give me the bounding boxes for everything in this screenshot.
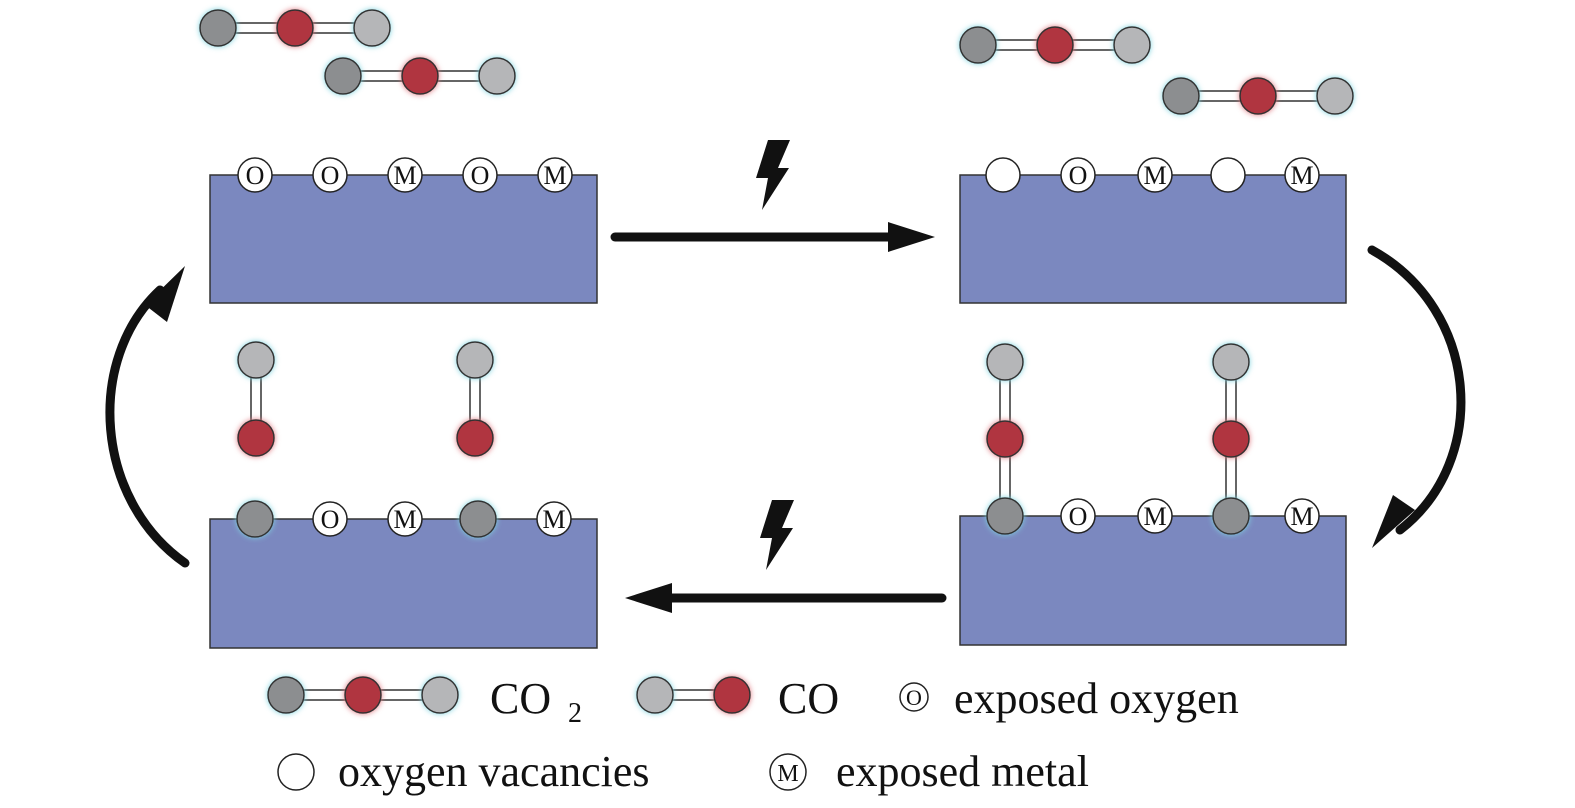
slab-bottom-left bbox=[209, 518, 598, 649]
co2-molecule-top-left-2 bbox=[324, 57, 516, 95]
site-letter: M bbox=[1290, 502, 1313, 531]
site-letter: M bbox=[393, 161, 416, 190]
legend-co2-symbol bbox=[267, 676, 459, 714]
legend-co-symbol bbox=[636, 676, 751, 714]
slab-bottom-right bbox=[959, 515, 1347, 646]
lightning-bolt-icon bbox=[760, 500, 794, 570]
site-letter: O bbox=[471, 161, 490, 190]
surface-sites-bottom-left: O M M bbox=[236, 500, 572, 538]
legend-co-label: CO bbox=[778, 674, 839, 723]
site-letter: M bbox=[542, 505, 565, 534]
surface-sites-bottom-right: O M M bbox=[986, 343, 1320, 535]
legend-exposed-metal-label: exposed metal bbox=[836, 747, 1089, 796]
slab-top-left bbox=[209, 174, 598, 304]
site-letter: O bbox=[321, 161, 340, 190]
slab-top-right bbox=[959, 174, 1347, 304]
surface-sites-top-right: O M M bbox=[985, 157, 1320, 193]
site-letter: O bbox=[906, 685, 922, 710]
straight-arrow-icon bbox=[625, 583, 947, 613]
site-letter: O bbox=[1069, 502, 1088, 531]
site-letter: M bbox=[1290, 161, 1313, 190]
site-letter: M bbox=[393, 505, 416, 534]
curved-arrow-icon bbox=[105, 266, 190, 568]
site-letter: M bbox=[1143, 161, 1166, 190]
co2-molecule-top-left-1 bbox=[199, 9, 391, 47]
surface-sites-top-left: O O M O M bbox=[237, 157, 573, 193]
co-molecule-left-1 bbox=[237, 341, 275, 457]
legend-oxygen-vacancies-label: oxygen vacancies bbox=[338, 747, 650, 796]
straight-arrow-icon bbox=[610, 222, 935, 252]
legend: CO 2 CO O exposed oxygen oxygen vacancie… bbox=[267, 674, 1239, 796]
legend-co2-label: CO bbox=[490, 674, 551, 723]
site-letter: M bbox=[543, 161, 566, 190]
co2-molecule-top-right-1 bbox=[959, 26, 1151, 64]
legend-co2-subscript: 2 bbox=[568, 698, 582, 729]
curved-arrow-icon bbox=[1367, 245, 1466, 548]
legend-oxygen-vacancy-symbol bbox=[277, 753, 315, 791]
site-letter: O bbox=[246, 161, 265, 190]
site-letter: M bbox=[1143, 502, 1166, 531]
site-letter: M bbox=[777, 761, 798, 787]
co2-molecule-top-right-2 bbox=[1162, 77, 1354, 115]
legend-exposed-oxygen-symbol: O bbox=[899, 682, 929, 712]
legend-exposed-metal-symbol: M bbox=[769, 753, 807, 791]
co-molecule-left-2 bbox=[456, 341, 494, 457]
legend-exposed-oxygen-label: exposed oxygen bbox=[954, 674, 1239, 723]
site-letter: O bbox=[321, 505, 340, 534]
site-letter: O bbox=[1069, 161, 1088, 190]
lightning-bolt-icon bbox=[756, 140, 790, 210]
